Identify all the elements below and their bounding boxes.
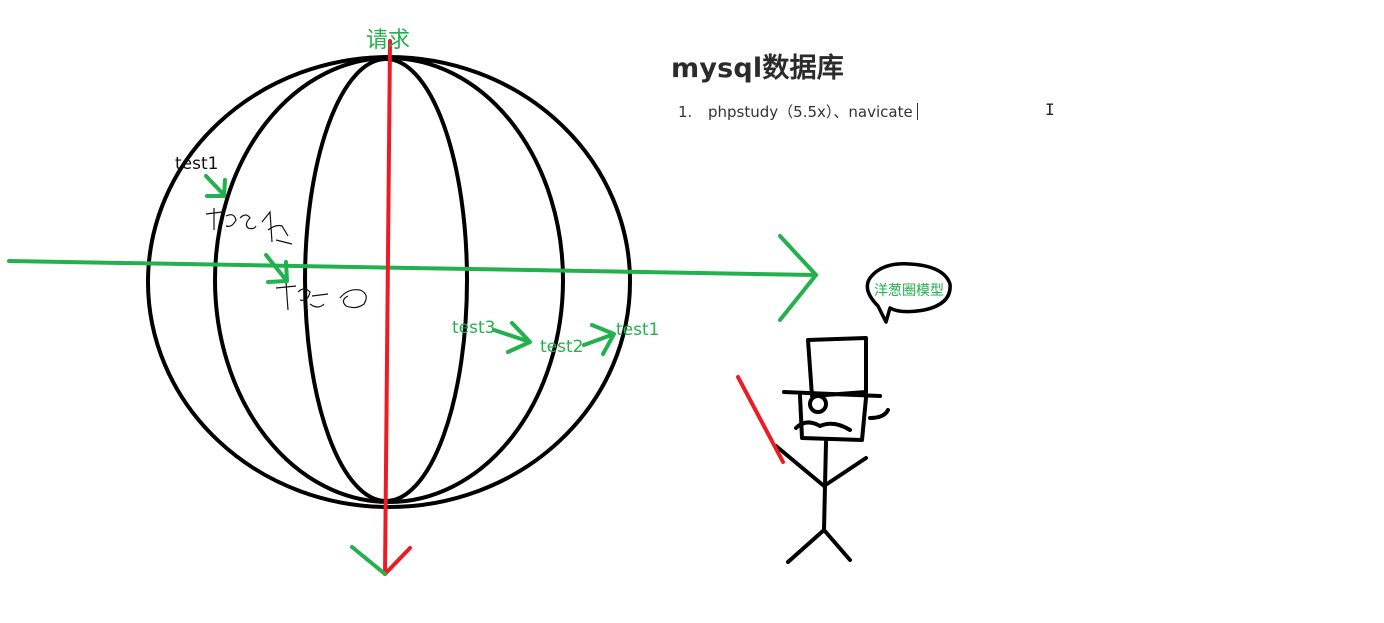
list-item-text[interactable]: phpstudy（5.5x）、navicate (708, 103, 913, 121)
vertical-arrow (383, 39, 412, 576)
vertical-arrow-head-red (383, 546, 412, 576)
arrow-test1-left (204, 174, 227, 198)
arrow-test3 (492, 321, 532, 354)
label-test3: test3 (452, 318, 496, 338)
list-number: 1. (678, 102, 693, 121)
label-test1-left: test1 (175, 154, 219, 174)
horizontal-arrow-head (778, 234, 819, 322)
document-list-item: 1. phpstudy（5.5x）、navicate (678, 101, 918, 122)
mustache (794, 408, 890, 432)
speech-bubble (865, 262, 952, 324)
legs (786, 528, 852, 564)
monocle (808, 394, 828, 414)
vertical-arrow-head-green (350, 545, 387, 576)
arms (774, 444, 868, 488)
stick-figure (774, 336, 890, 564)
document-title: mysql数据库 (671, 53, 844, 84)
scribble-text (205, 208, 367, 311)
arrow-mid-left (264, 253, 289, 284)
label-test1-right: test1 (616, 320, 660, 340)
horizontal-arrow-line (7, 259, 818, 277)
small-arrows (204, 174, 616, 356)
vertical-arrow-line (383, 39, 392, 576)
top-hat (782, 336, 882, 398)
request-label: 请求 (366, 28, 411, 53)
speech-bubble-text: 洋葱圈模型 (874, 283, 944, 299)
arrow-test2 (582, 323, 616, 356)
face (798, 394, 868, 442)
text-caret (916, 103, 918, 120)
label-test2: test2 (540, 337, 584, 357)
pointer-stick (736, 375, 785, 464)
text-cursor-icon: I (1045, 100, 1055, 119)
horizontal-arrow (7, 234, 819, 322)
